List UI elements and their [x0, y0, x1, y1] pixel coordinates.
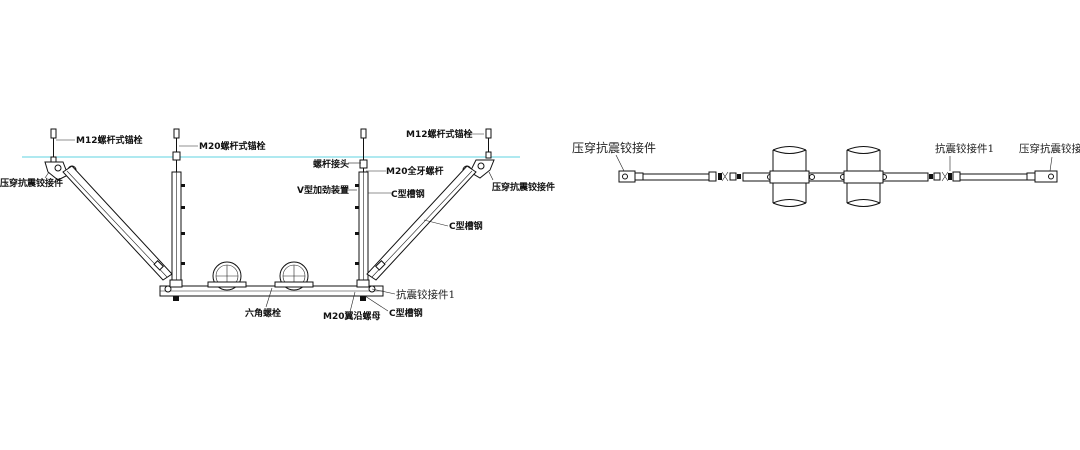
label-crimp-hinge-left: 压穿抗震铰接件 [0, 177, 63, 189]
plan-label-hinge-1: 抗震铰接件1 [935, 142, 994, 155]
m12-anchor-left [50, 128, 57, 163]
pipe-clamp-2 [274, 261, 314, 291]
plan-hinge-left [708, 171, 741, 182]
left-elevation-view: M12螺杆式锚栓 M20螺杆式锚栓 M12螺杆式锚栓 压穿抗震铰接件 压穿抗震铰… [0, 128, 555, 322]
label-hex-bolt: 六角螺栓 [245, 307, 281, 319]
plan-main-beam [742, 172, 929, 182]
plan-hinge-right [929, 171, 961, 182]
brace-left [62, 165, 173, 281]
label-v-stiffener: V型加劲装置 [297, 184, 349, 196]
label-rod-joint: 螺杆接头 [313, 158, 349, 170]
plan-crimp-hinge-right [1026, 170, 1058, 183]
right-plan-view: 压穿抗震铰接件 抗震铰接件1 压穿抗震铰接件 [572, 140, 1080, 207]
plan-label-crimp-right: 压穿抗震铰接件 [1019, 142, 1080, 155]
label-m12-anchor-left: M12螺杆式锚栓 [76, 134, 142, 146]
label-m20-full-thread: M20全牙螺杆 [386, 165, 443, 177]
plan-brace-right [959, 173, 1028, 181]
plan-brace-left [642, 173, 710, 181]
bottom-c-channel [159, 279, 384, 301]
m12-anchor-right [485, 128, 492, 159]
label-m20-flange-nut: M20翼沿螺母 [323, 310, 380, 322]
plan-pipe-1 [769, 146, 810, 207]
vertical-hanger-left [171, 128, 185, 285]
vertical-hanger-right [355, 128, 369, 285]
plan-crimp-hinge-left [618, 170, 644, 183]
label-c-channel-brace: C型槽钢 [449, 220, 483, 232]
plan-label-crimp-left: 压穿抗震铰接件 [572, 140, 656, 155]
plan-pipe-2 [843, 146, 884, 207]
brace-right [366, 165, 477, 281]
label-m20-anchor: M20螺杆式锚栓 [199, 140, 265, 152]
label-c-channel-vertical: C型槽钢 [391, 188, 425, 200]
label-crimp-hinge-right: 压穿抗震铰接件 [492, 181, 555, 193]
leader-lines [44, 133, 494, 313]
pipe-clamp-1 [207, 261, 247, 291]
label-hinge-1: 抗震铰接件1 [396, 288, 455, 301]
label-m12-anchor-right: M12螺杆式锚栓 [406, 128, 472, 140]
label-c-channel-bottom: C型槽钢 [389, 307, 423, 319]
